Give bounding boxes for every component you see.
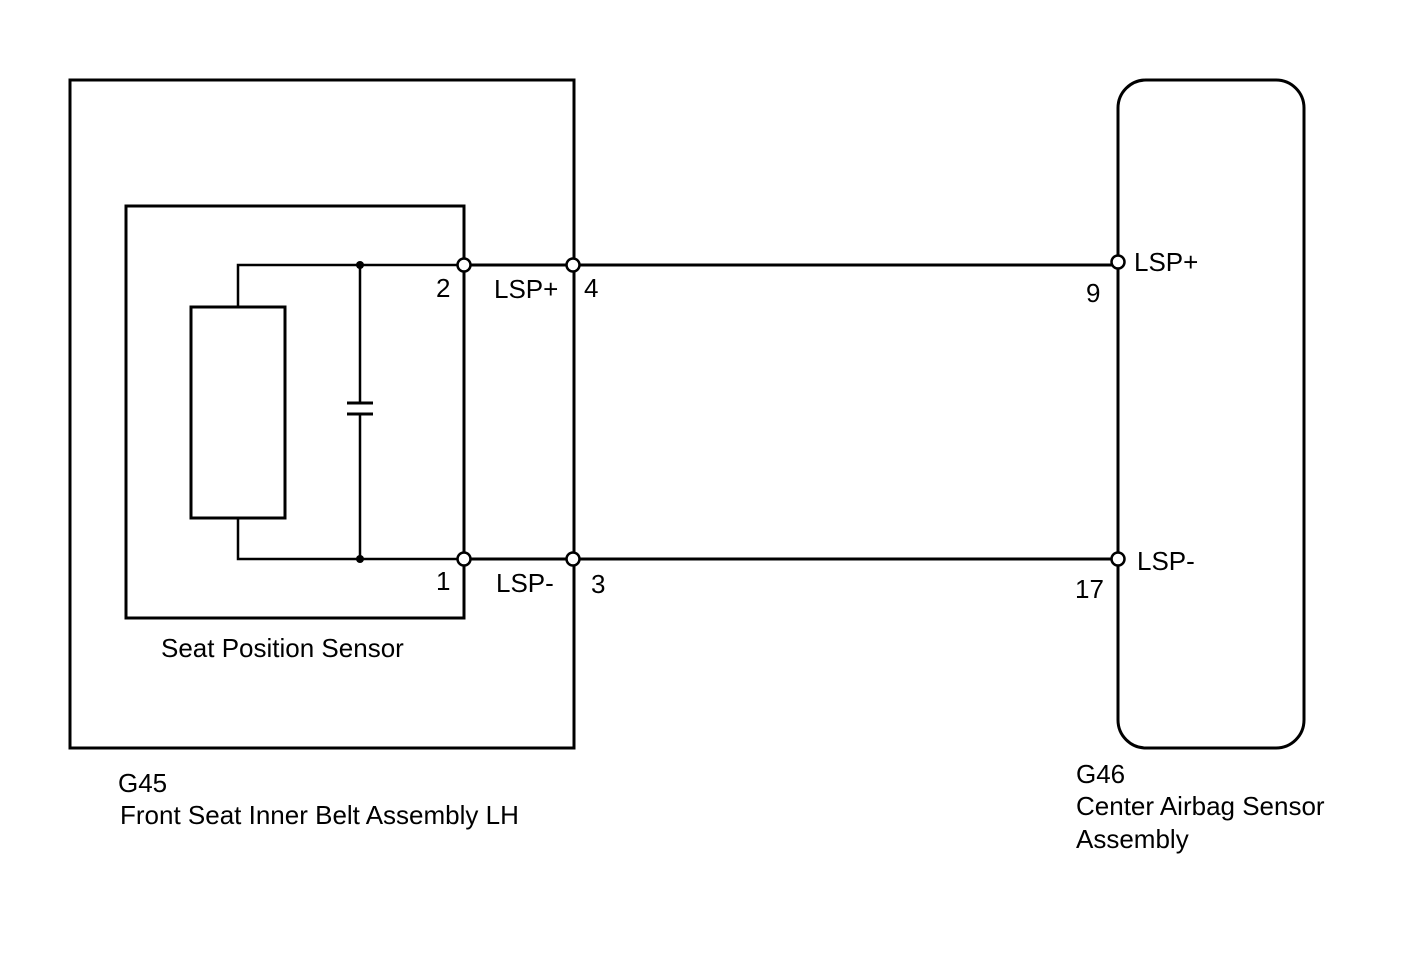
pin-sensor-plus: 2 — [436, 273, 450, 303]
terminal-g45-plus — [565, 257, 581, 273]
terminal-sensor-plus — [456, 257, 472, 273]
signal-g46-minus: LSP- — [1137, 546, 1195, 576]
sensor-minus-internal-wire — [236, 518, 458, 561]
sensor-name-label: Seat Position Sensor — [161, 633, 404, 663]
pin-g45-plus: 4 — [584, 273, 598, 303]
pin-g46-minus: 17 — [1075, 574, 1104, 604]
g45-code-label: G45 — [118, 768, 167, 798]
signal-g46-plus: LSP+ — [1134, 247, 1198, 277]
signal-g45-plus: LSP+ — [494, 274, 558, 304]
terminal-g46-plus — [1110, 254, 1126, 270]
g46-name-line2: Assembly — [1076, 824, 1189, 854]
g45-assembly-box — [68, 78, 576, 750]
g46-assembly-box — [1116, 78, 1306, 750]
signal-g45-minus: LSP- — [496, 568, 554, 598]
seat-position-sensor-box — [124, 204, 466, 620]
junction-dot-bottom — [356, 555, 364, 563]
terminal-sensor-minus — [456, 551, 472, 567]
terminal-g46-minus — [1110, 551, 1126, 567]
terminal-g45-minus — [565, 551, 581, 567]
g46-code-label: G46 — [1076, 759, 1125, 789]
sensor-plus-internal-wire — [236, 263, 458, 307]
pin-g46-plus: 9 — [1086, 278, 1100, 308]
g46-name-line1: Center Airbag Sensor — [1076, 791, 1325, 821]
g45-name-label: Front Seat Inner Belt Assembly LH — [120, 800, 519, 830]
resistor-element — [189, 305, 287, 520]
pin-g45-minus: 3 — [591, 569, 605, 599]
pin-sensor-minus: 1 — [436, 566, 450, 596]
junction-dot-top — [356, 261, 364, 269]
